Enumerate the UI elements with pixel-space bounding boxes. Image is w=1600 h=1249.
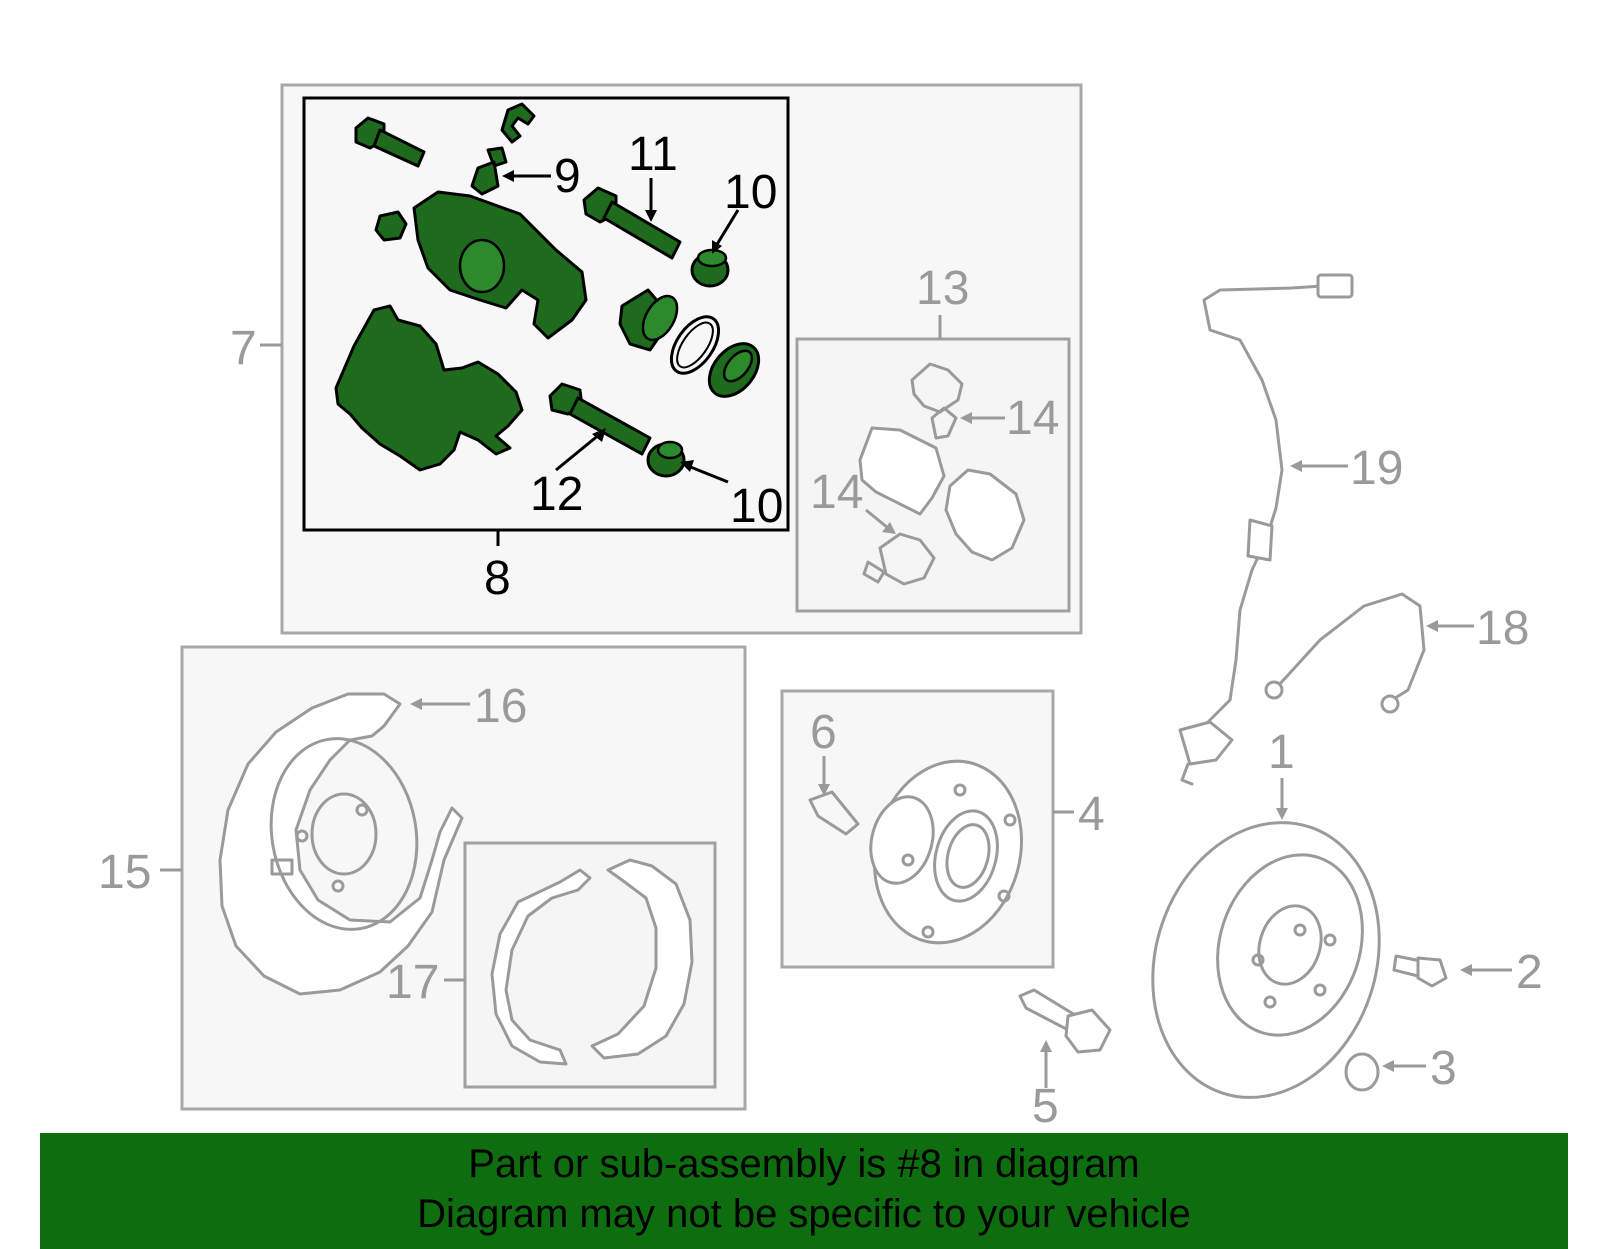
brake-rotor-part: [1151, 821, 1381, 1099]
info-banner: Part or sub-assembly is #8 in diagram Di…: [40, 1133, 1568, 1249]
backing-plate-part: [218, 692, 464, 996]
guide-pin-12-part: [548, 382, 652, 456]
caliper-bore: [458, 238, 506, 294]
boot-10-top-part: [690, 248, 730, 288]
callout-8: 8: [484, 552, 511, 605]
callout-19: 19: [1350, 442, 1403, 495]
callout-11: 11: [628, 128, 678, 181]
callout-9: 9: [554, 150, 581, 203]
banner-line-1: Part or sub-assembly is #8 in diagram: [468, 1142, 1140, 1186]
hub-bolt-part: [1018, 988, 1112, 1054]
wheel-speed-sensor-part: [1178, 273, 1354, 786]
brake-hose-part: [1264, 592, 1426, 714]
parking-brake-shoes-part: [490, 858, 694, 1066]
callout-13: 13: [916, 262, 969, 315]
rotor-screw-part: [1392, 954, 1448, 988]
callout-16: 16: [474, 680, 527, 733]
callout-10-bottom: 10: [730, 480, 783, 533]
callout-12: 12: [530, 468, 583, 521]
callout-15: 15: [98, 846, 151, 899]
callout-3: 3: [1430, 1042, 1457, 1095]
caliper-assembly-8-parts: [334, 102, 761, 478]
callout-6: 6: [810, 706, 837, 759]
callout-14-top: 14: [1006, 392, 1059, 445]
leader-lines: [160, 170, 1512, 1088]
boot-10-bottom-part: [646, 440, 686, 478]
callout-17: 17: [386, 956, 439, 1009]
caliper-bracket-part: [334, 304, 524, 472]
guide-pin-11-part: [582, 186, 682, 260]
brake-pads-parts: [858, 362, 1026, 586]
plug-part: [1344, 1052, 1380, 1092]
piston-seal-inner: [676, 321, 714, 369]
wheel-hub-part: [869, 759, 1024, 945]
callout-7: 7: [230, 322, 257, 375]
callout-10-top: 10: [724, 166, 777, 219]
callout-1: 1: [1268, 726, 1295, 779]
caliper-bolt-part: [354, 116, 426, 168]
callout-2: 2: [1516, 946, 1543, 999]
callout-18: 18: [1476, 602, 1529, 655]
callout-14-left: 14: [810, 466, 863, 519]
piston-boot-part: [707, 342, 761, 398]
banner-line-2: Diagram may not be specific to your vehi…: [417, 1192, 1191, 1236]
piston-part: [618, 288, 679, 352]
wheel-stud-part: [808, 790, 860, 836]
piston-seal-part: [669, 315, 721, 375]
clip-part: [500, 102, 536, 144]
dust-cap-part: [374, 210, 408, 242]
callout-numbers: 7 8 9 11 10 12 10 13 14 14 19 18 1 2 3 5…: [98, 128, 1543, 1133]
callout-5: 5: [1032, 1080, 1059, 1133]
callout-4: 4: [1078, 788, 1105, 841]
bleeder-screw-part: [470, 146, 508, 196]
